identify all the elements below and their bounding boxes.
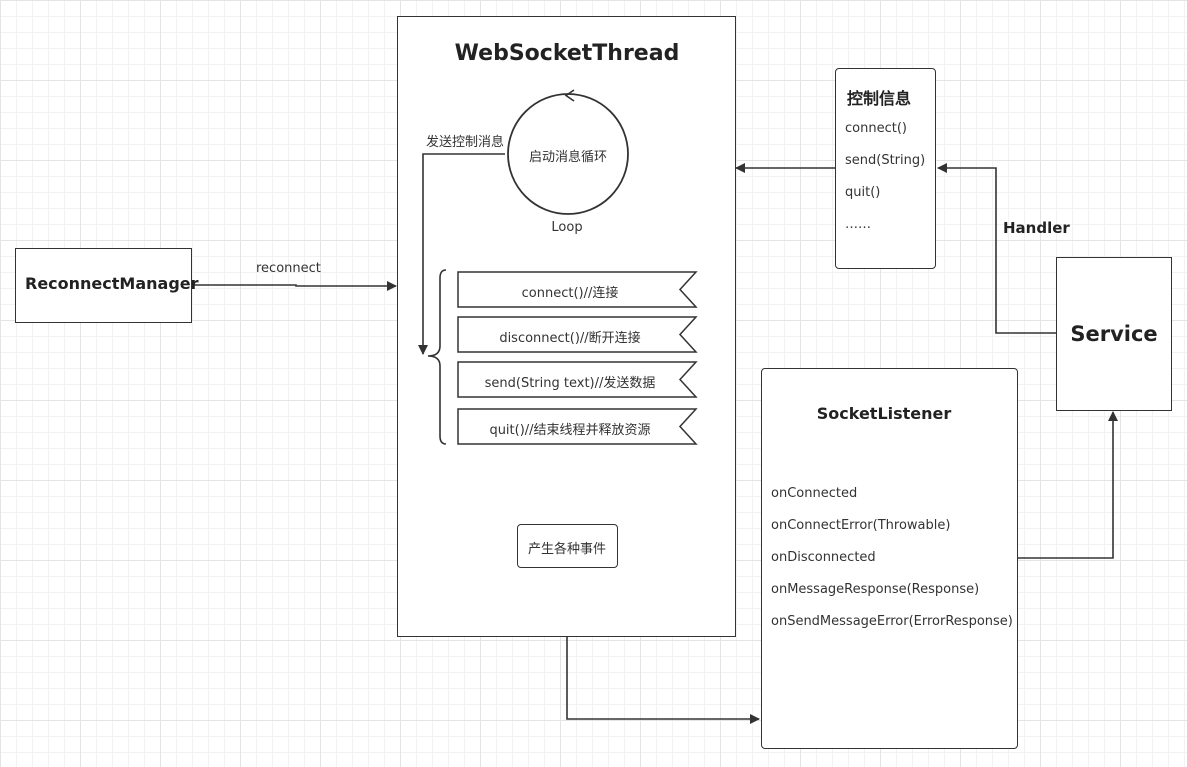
service-title: Service [1070,322,1158,346]
websocket-thread-title: WebSocketThread [454,41,680,66]
callback-on-connected: onConnected [771,486,858,501]
reconnect-arrow [192,281,397,291]
events-node: 产生各种事件 [517,524,618,568]
service-box: Service [1056,257,1172,411]
callback-on-disconnected: onDisconnected [771,550,876,565]
method-flag-3 [457,361,698,398]
reconnect-edge-label: reconnect [256,261,321,276]
listener-to-service-arrow [1018,411,1118,559]
loop-label: Loop [551,220,583,235]
control-info-title: 控制信息 [847,89,912,108]
control-item-connect: connect() [845,121,907,136]
method-send: send(String text)//发送数据 [484,376,656,391]
reconnect-manager-title: ReconnectManager [25,274,199,293]
loop-node-text: 启动消息循环 [528,150,608,165]
control-item-ellipsis: …… [845,217,871,232]
handler-arrow [937,163,1056,334]
socket-listener-title: SocketListener [816,404,952,423]
callback-on-send-message-error: onSendMessageError(ErrorResponse) [771,614,1013,629]
method-flag-4 [457,408,698,445]
handler-label: Handler [1003,219,1070,237]
events-node-text: 产生各种事件 [527,542,607,557]
reconnect-manager-box: ReconnectManager [15,248,199,323]
callback-on-message-response: onMessageResponse(Response) [771,582,980,597]
send-control-arrow [418,153,505,355]
method-quit: quit()//结束线程并释放资源 [489,423,651,438]
loop-arrow-head [564,89,575,102]
method-flag-1 [457,271,698,308]
callback-on-connect-error: onConnectError(Throwable) [771,518,951,533]
method-connect: connect()//连接 [521,286,619,301]
control-item-quit: quit() [845,185,881,200]
method-disconnect: disconnect()//断开连接 [499,331,641,346]
control-info-box: 控制信息 connect() send(String) quit() …… [835,68,936,269]
control-item-send: send(String) [845,153,926,168]
send-control-label: 发送控制消息 [426,135,505,150]
method-flag-2 [457,316,698,353]
socket-listener-box: SocketListener onConnected onConnectErro… [761,368,1018,749]
method-brace [427,269,447,445]
